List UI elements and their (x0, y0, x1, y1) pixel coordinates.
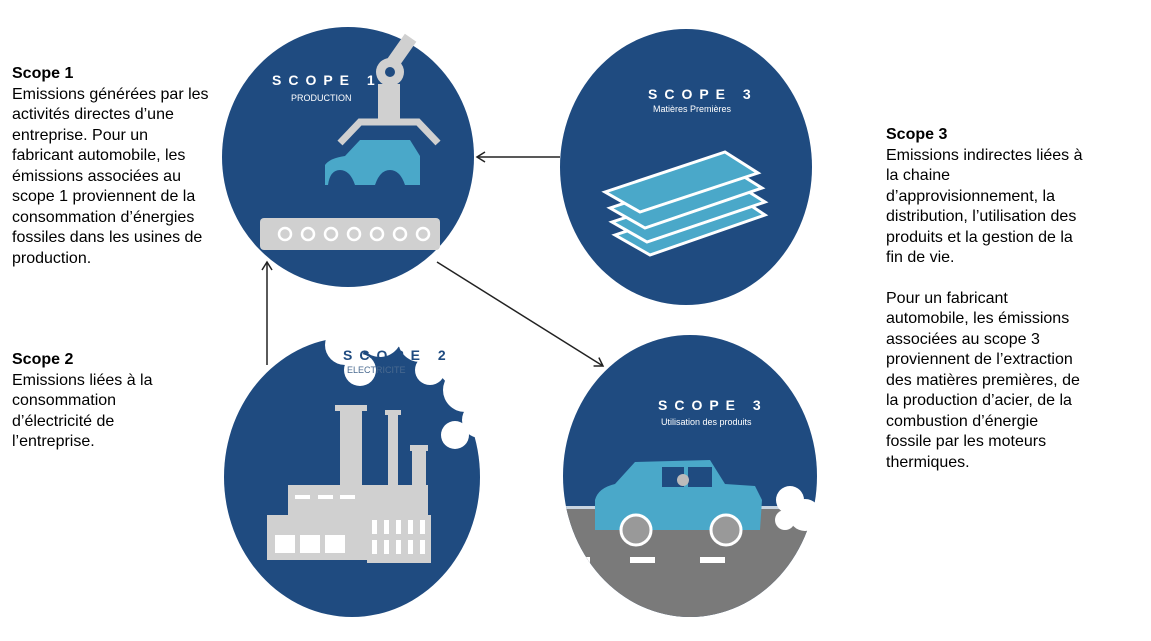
scope3b-title: SCOPE 3 (658, 397, 768, 413)
scope3a-subtitle: Matières Premières (653, 104, 732, 114)
scope3-raw-materials-circle: SCOPE 3 Matières Premières (560, 29, 812, 305)
smoke-cloud-icon (325, 313, 498, 449)
scope3-heading: Scope 3 (886, 126, 948, 143)
scope1-description: Scope 1 Emissions générées par les activ… (12, 64, 212, 269)
scope2-description: Scope 2 Emissions liées à la consommatio… (12, 350, 182, 453)
scope3-text-1: Emissions indirectes liées à la chaine d… (886, 146, 1083, 267)
scope3-product-use-circle: SCOPE 3 Utilisation des produits (563, 335, 821, 617)
scope1-circle: SCOPE 1 PRODUCTION (222, 27, 474, 287)
arrow-scope1-to-scope3 (436, 261, 605, 367)
car-icon (595, 460, 762, 547)
scope3b-subtitle: Utilisation des produits (661, 417, 752, 427)
scope1-text: Emissions générées par les activités dir… (12, 85, 209, 267)
scope2-title: SCOPE 2 (343, 347, 453, 363)
scope1-subtitle: PRODUCTION (291, 93, 352, 103)
scope1-title: SCOPE 1 (272, 72, 382, 88)
scope2-subtitle: ELECTRICITE (347, 365, 406, 375)
material-sheets-icon (601, 150, 769, 257)
scope2-circle: SCOPE 2 ELECTRICITE (224, 313, 498, 617)
car-body-icon (325, 140, 420, 185)
conveyor-belt-icon (260, 218, 440, 250)
exhaust-smoke-icon (775, 486, 821, 531)
scope2-text: Emissions liées à la consommation d’élec… (12, 371, 153, 451)
scope1-heading: Scope 1 (12, 65, 74, 82)
scope2-heading: Scope 2 (12, 351, 74, 368)
scope3-text-2: Pour un fabricant automobile, les émissi… (886, 289, 1080, 471)
scope3-description: Scope 3 Emissions indirectes liées à la … (886, 125, 1086, 473)
robot-arm-icon (337, 33, 441, 146)
scope3a-title: SCOPE 3 (648, 86, 758, 102)
